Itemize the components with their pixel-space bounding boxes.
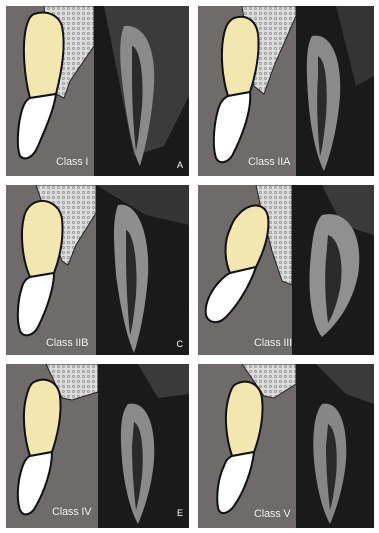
tooth-root bbox=[22, 201, 63, 277]
tooth-root bbox=[24, 13, 64, 99]
tooth-schematic bbox=[198, 185, 292, 355]
tooth-root bbox=[222, 17, 259, 96]
panel-class-iii: Class III bbox=[198, 185, 374, 355]
panel-class-iia: Class IIA bbox=[198, 6, 374, 176]
cbct-scan bbox=[96, 185, 189, 355]
tooth-schematic bbox=[198, 364, 296, 528]
panel-class-iv: Class IV E bbox=[6, 364, 189, 528]
cbct-scan bbox=[94, 6, 189, 176]
tooth-crown bbox=[217, 452, 254, 513]
class-label: Class V bbox=[254, 508, 291, 520]
panel-class-v: Class V bbox=[198, 364, 374, 528]
class-label: Class I bbox=[56, 156, 88, 168]
class-label: Class IV bbox=[52, 506, 91, 518]
class-label: Class IIB bbox=[46, 337, 88, 349]
tooth-schematic bbox=[6, 185, 96, 355]
tooth-crown bbox=[18, 94, 56, 158]
panel-letter: A bbox=[177, 160, 183, 170]
tooth-schematic bbox=[6, 364, 98, 528]
tooth-crown bbox=[214, 92, 250, 162]
tooth-crown bbox=[18, 273, 54, 335]
cbct-scan bbox=[296, 364, 374, 528]
tooth-root bbox=[226, 382, 263, 456]
tooth-root bbox=[24, 380, 61, 456]
class-label: Class III bbox=[254, 337, 292, 349]
panel-letter: C bbox=[177, 339, 184, 349]
panel-letter: E bbox=[177, 508, 183, 518]
tooth-crown bbox=[206, 267, 256, 322]
cbct-scan bbox=[292, 185, 374, 355]
class-label: Class IIA bbox=[248, 156, 290, 168]
tooth-schematic bbox=[198, 6, 296, 176]
cbct-scan bbox=[98, 364, 189, 528]
panel-class-i: Class I A bbox=[6, 6, 189, 176]
tooth-root bbox=[226, 205, 269, 273]
tooth-crown bbox=[18, 452, 52, 514]
cbct-scan bbox=[296, 6, 374, 176]
tooth-schematic bbox=[6, 6, 94, 176]
panel-class-iib: Class IIB C bbox=[6, 185, 189, 355]
